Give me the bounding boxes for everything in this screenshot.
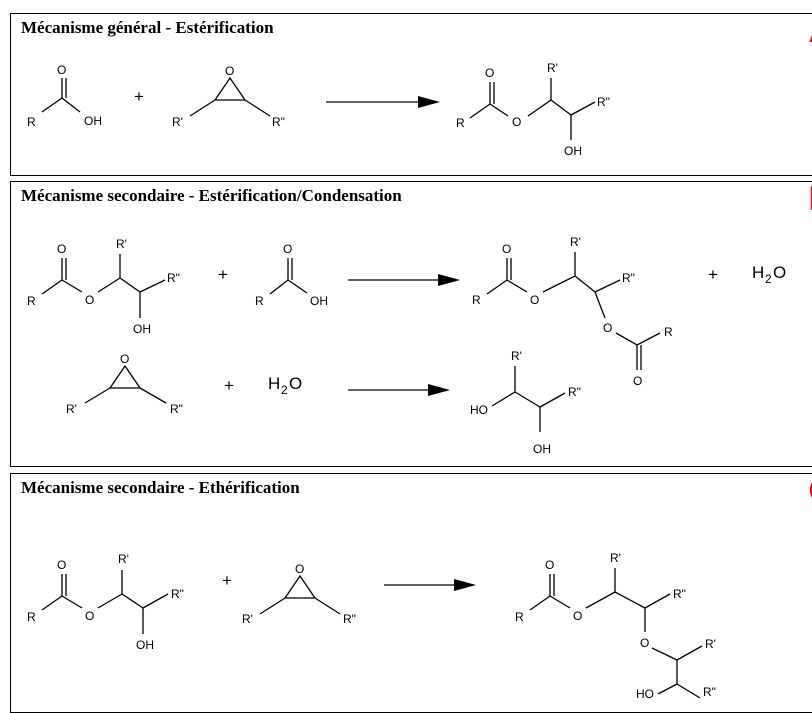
- label-O: O: [225, 64, 234, 78]
- label-R1: R': [511, 349, 522, 363]
- label-O: O: [530, 293, 539, 307]
- plus-sign: +: [218, 265, 228, 284]
- label-O: O: [85, 609, 94, 623]
- label-R: R: [664, 325, 673, 339]
- label-R1: R': [570, 235, 581, 249]
- label-O: O: [512, 115, 521, 129]
- epoxide-molecule-c: O R' R": [242, 562, 356, 626]
- diester-product-b: R O O R' R" O R O: [472, 235, 673, 388]
- label-O: O: [545, 558, 554, 572]
- plus-sign: +: [134, 87, 144, 106]
- label-O: O: [283, 242, 292, 256]
- label-OH: OH: [310, 294, 328, 308]
- label-HO: HO: [470, 403, 488, 417]
- label-R1: R': [118, 552, 129, 566]
- panel-c: Mécanisme secondaire - Ethérification C: [10, 473, 812, 713]
- label-R1: R': [116, 237, 127, 251]
- water-subscript-2: 2: [765, 272, 772, 286]
- label-R2: R": [167, 271, 180, 285]
- label-O: O: [295, 562, 304, 576]
- label-R2: R": [622, 271, 635, 285]
- acid-molecule-a: R O OH: [27, 63, 102, 129]
- ester-reactant-b: R O O R' R" OH: [27, 237, 180, 336]
- label-R2: R": [597, 95, 610, 109]
- label-R2: R": [673, 587, 686, 601]
- water-molecule-b2: H 2 O: [268, 374, 302, 397]
- label-O: O: [57, 558, 66, 572]
- label-OH: OH: [133, 322, 151, 336]
- label-O: O: [573, 609, 582, 623]
- label-R: R: [27, 610, 36, 624]
- label-O: O: [640, 636, 649, 650]
- label-O: O: [603, 321, 612, 335]
- label-OH: OH: [533, 442, 551, 456]
- label-R2: R": [568, 385, 581, 399]
- label-O: O: [502, 242, 511, 256]
- label-R2: R": [171, 587, 184, 601]
- epoxide-molecule-b: O R' R": [66, 352, 183, 416]
- label-O: O: [485, 66, 494, 80]
- label-R1: R': [242, 612, 253, 626]
- label-R2: R": [170, 402, 183, 416]
- label-R1: R': [547, 61, 558, 75]
- label-OH: OH: [564, 144, 582, 158]
- label-OH: OH: [136, 638, 154, 652]
- reaction-arrow-b1: [348, 274, 460, 286]
- label-OH: OH: [84, 114, 102, 128]
- plus-sign: +: [222, 571, 232, 590]
- ester-reactant-c: R O O R' R" OH: [27, 552, 184, 652]
- label-R1: R': [610, 551, 621, 565]
- label-R2: R": [703, 685, 716, 699]
- plus-sign: +: [708, 265, 718, 284]
- label-R2: R": [272, 115, 285, 129]
- water-O: O: [773, 263, 786, 282]
- panel-b-title: Mécanisme secondaire - Estérification/Co…: [21, 186, 402, 205]
- diol-product-b: HO R' R" OH: [470, 349, 581, 456]
- label-O: O: [120, 352, 129, 366]
- water-subscript-2: 2: [281, 383, 288, 397]
- label-R: R: [27, 115, 36, 129]
- acid-molecule-b: R O OH: [255, 242, 328, 308]
- label-R: R: [456, 116, 465, 130]
- label-HO: HO: [636, 687, 654, 699]
- panel-c-letter: C: [808, 474, 812, 508]
- label-R1: R': [705, 637, 716, 651]
- label-O: O: [57, 242, 66, 256]
- epoxide-molecule-a: O R' R": [172, 64, 285, 129]
- water-H: H: [752, 263, 764, 282]
- panel-a: Mécanisme général - Estérification A: [10, 13, 812, 176]
- label-R: R: [515, 610, 524, 624]
- panel-a-title: Mécanisme général - Estérification: [21, 18, 274, 37]
- reaction-arrow-a: [326, 96, 440, 108]
- label-R: R: [27, 294, 36, 308]
- plus-sign: +: [224, 376, 234, 395]
- reaction-arrow-c: [384, 579, 476, 591]
- water-H: H: [268, 374, 280, 393]
- label-R1: R': [172, 115, 183, 129]
- label-O: O: [85, 293, 94, 307]
- label-R1: R': [66, 402, 77, 416]
- panel-b-letter: B: [808, 182, 812, 216]
- panel-a-letter: A: [808, 14, 812, 48]
- label-R: R: [255, 294, 264, 308]
- ether-product-c: R O O R' R" O R' HO R": [515, 551, 716, 699]
- ester-product-a: R O O R' R" OH: [456, 61, 610, 158]
- label-R2: R": [343, 612, 356, 626]
- label-R: R: [472, 293, 481, 307]
- panel-b: Mécanisme secondaire - Estérification/Co…: [10, 181, 812, 467]
- water-molecule-b1: H 2 O: [752, 263, 786, 286]
- label-O: O: [57, 63, 66, 77]
- label-O: O: [633, 374, 642, 388]
- reaction-arrow-b2: [348, 384, 450, 396]
- water-O: O: [289, 374, 302, 393]
- panel-c-title: Mécanisme secondaire - Ethérification: [21, 478, 300, 497]
